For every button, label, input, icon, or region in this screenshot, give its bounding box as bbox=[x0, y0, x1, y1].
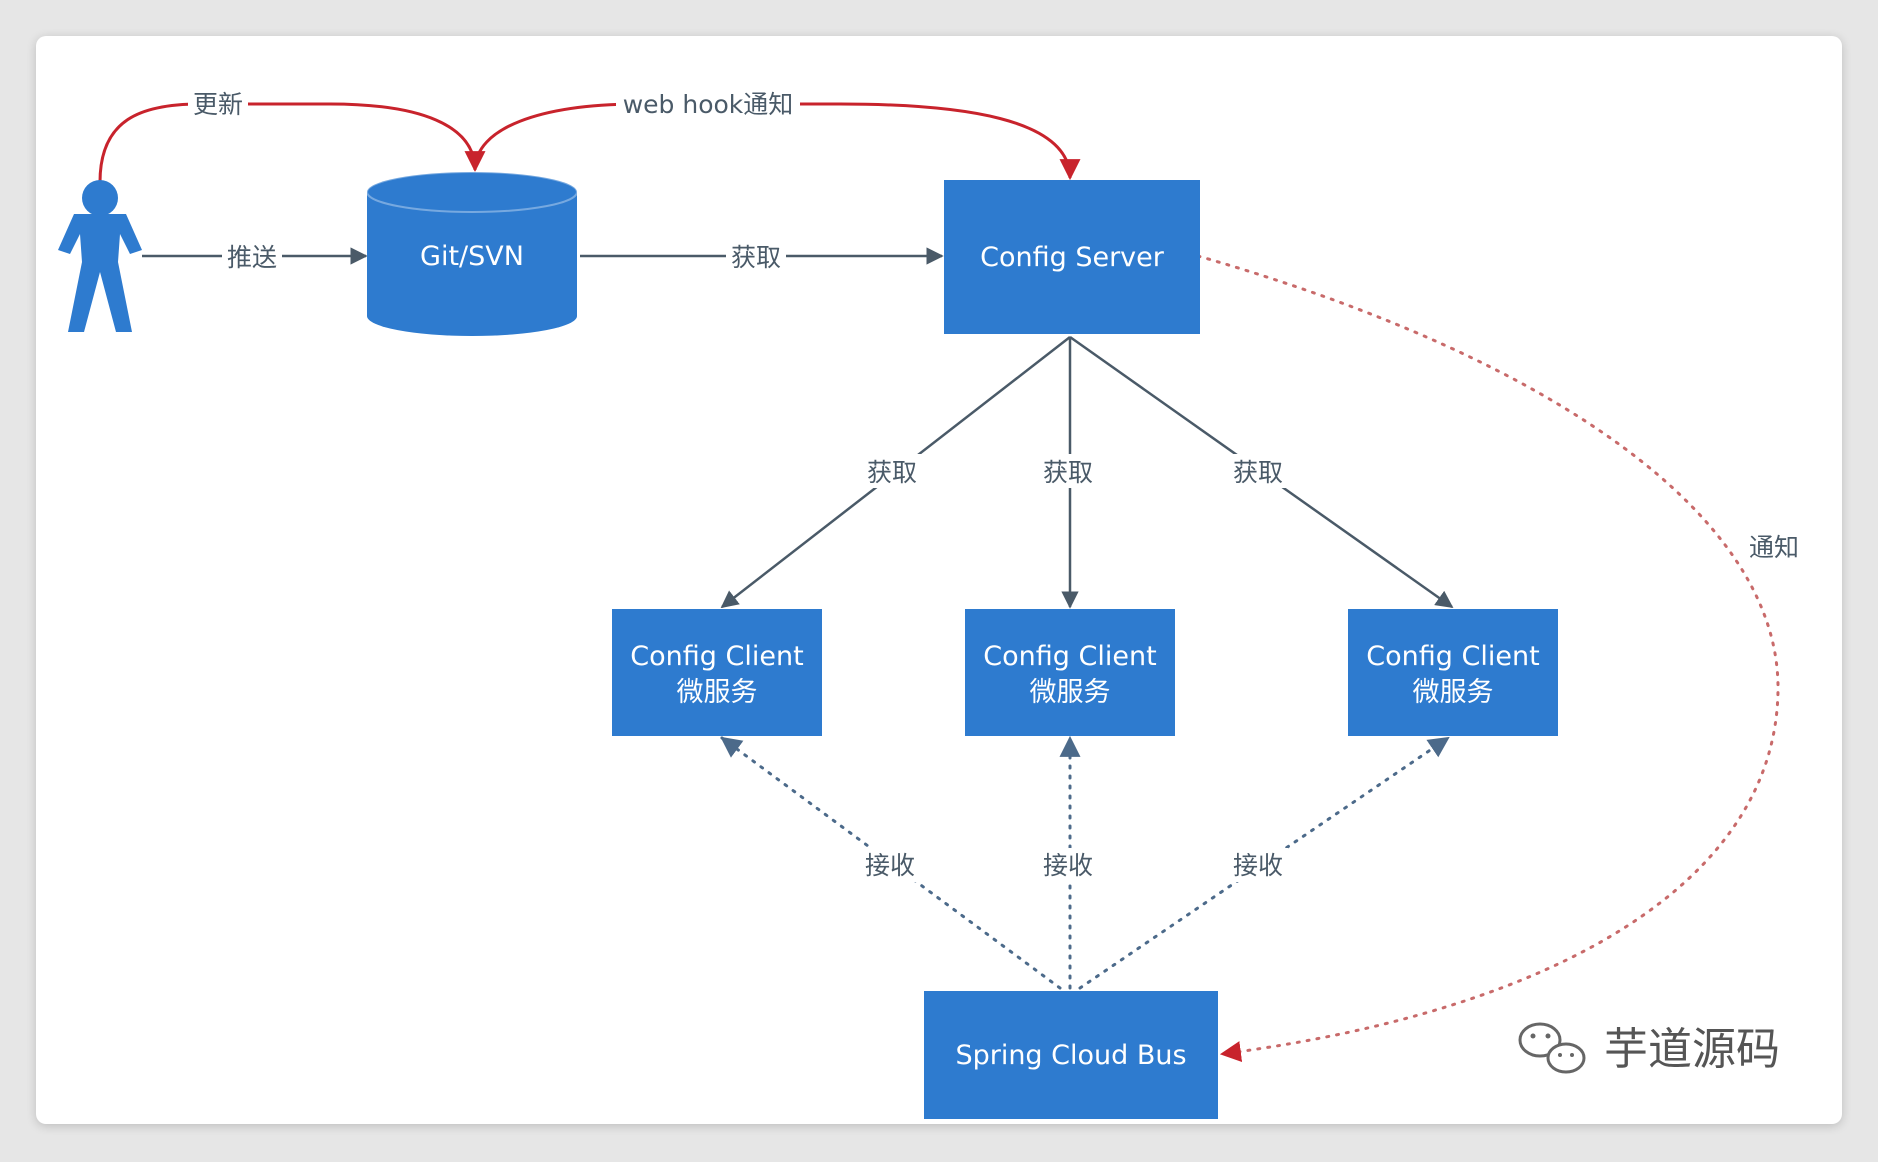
node-config-client-2-line2: 微服务 bbox=[1030, 677, 1111, 708]
svg-text:web hook通知: web hook通知 bbox=[623, 90, 794, 119]
svg-text:获取: 获取 bbox=[867, 458, 917, 487]
label-fetch-client1: 获取 bbox=[862, 454, 922, 488]
node-config-client-1-line1: Config Client bbox=[630, 641, 803, 672]
node-git-svn-label: Git/SVN bbox=[420, 241, 524, 272]
label-fetch-client2: 获取 bbox=[1038, 454, 1098, 488]
node-config-client-2-line1: Config Client bbox=[983, 641, 1156, 672]
label-notify: 通知 bbox=[1744, 530, 1804, 564]
svg-text:接收: 接收 bbox=[1043, 851, 1093, 880]
diagram-card bbox=[36, 36, 1842, 1124]
svg-text:获取: 获取 bbox=[1233, 458, 1283, 487]
label-fetch-git: 获取 bbox=[726, 240, 786, 274]
node-config-client-3-line1: Config Client bbox=[1366, 641, 1539, 672]
node-config-client-3: Config Client 微服务 bbox=[1348, 609, 1558, 736]
node-config-client-3-line2: 微服务 bbox=[1413, 677, 1494, 708]
node-spring-cloud-bus: Spring Cloud Bus bbox=[924, 991, 1218, 1119]
svg-text:更新: 更新 bbox=[193, 90, 243, 119]
svg-text:获取: 获取 bbox=[731, 243, 781, 272]
node-config-client-1: Config Client 微服务 bbox=[612, 609, 822, 736]
label-update: 更新 bbox=[188, 86, 248, 120]
edge-notify bbox=[1196, 254, 1780, 1062]
watermark-text: 芋道源码 bbox=[1604, 1024, 1780, 1075]
svg-text:推送: 推送 bbox=[227, 243, 277, 272]
label-fetch-client3: 获取 bbox=[1228, 454, 1288, 488]
edge-update bbox=[98, 102, 486, 183]
node-git-svn: Git/SVN bbox=[366, 171, 578, 336]
label-push: 推送 bbox=[222, 240, 282, 274]
node-config-server: Config Server bbox=[944, 180, 1200, 334]
node-config-server-label: Config Server bbox=[980, 242, 1165, 273]
node-spring-cloud-bus-label: Spring Cloud Bus bbox=[955, 1040, 1186, 1071]
node-config-client-1-line2: 微服务 bbox=[677, 677, 758, 708]
label-webhook: web hook通知 bbox=[616, 86, 800, 120]
edge-webhook bbox=[473, 102, 1081, 181]
svg-text:获取: 获取 bbox=[1043, 458, 1093, 487]
svg-text:接收: 接收 bbox=[865, 851, 915, 880]
wechat-icon bbox=[1518, 1022, 1586, 1074]
label-receive-client2: 接收 bbox=[1038, 848, 1098, 882]
user-icon bbox=[58, 180, 142, 332]
svg-text:通知: 通知 bbox=[1749, 533, 1799, 562]
label-receive-client1: 接收 bbox=[860, 848, 920, 882]
svg-text:接收: 接收 bbox=[1233, 851, 1283, 880]
label-receive-client3: 接收 bbox=[1228, 848, 1288, 882]
node-config-client-2: Config Client 微服务 bbox=[965, 609, 1175, 736]
